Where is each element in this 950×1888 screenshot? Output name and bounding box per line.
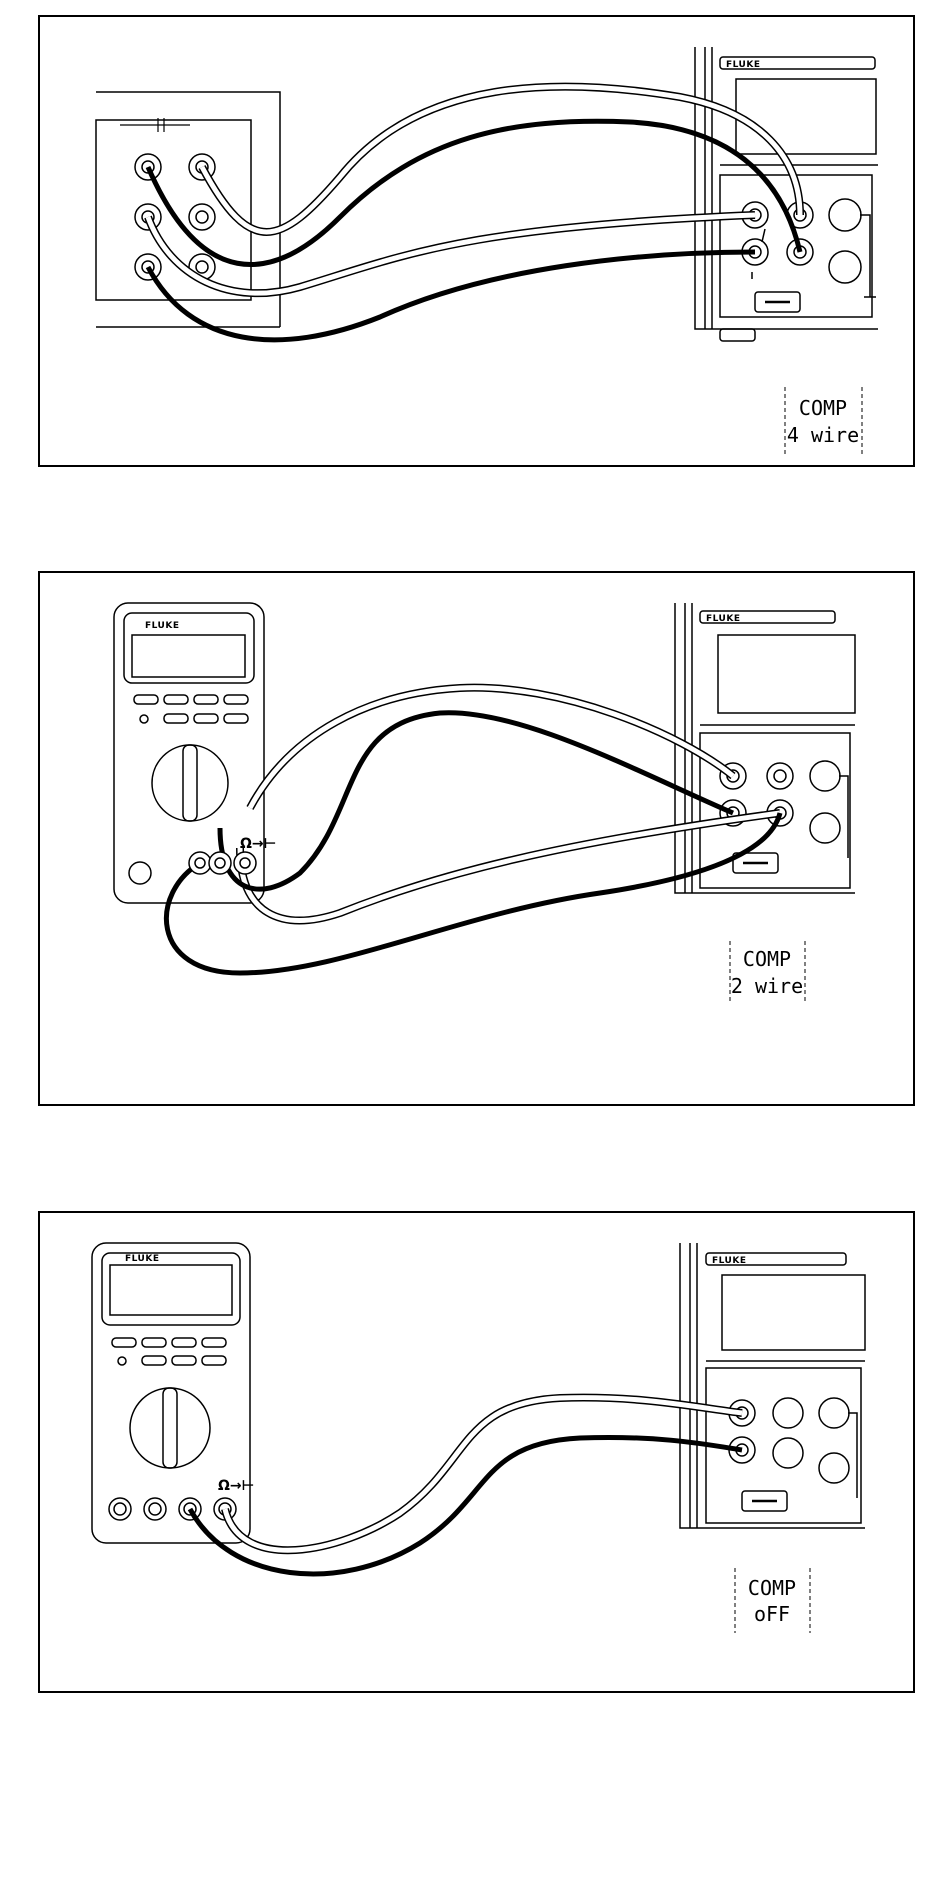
black-leads <box>148 121 800 340</box>
panel-comp-off: FLUKE Ω→⊢ FLUKE <box>38 1211 915 1693</box>
display-line-2: 4 wire <box>787 423 859 447</box>
panel-comp-4wire: FLUKE COMP 4 wire <box>38 15 915 467</box>
calibrator-brand: FLUKE <box>706 614 741 624</box>
panel-comp-2wire: FLUKE Ω→⊢ FLUKE <box>38 571 915 1106</box>
display-line-1: COMP <box>748 1576 796 1600</box>
calibrator-terminals <box>729 1398 857 1511</box>
meter-ohm-terminal-label: Ω→⊢ <box>240 836 276 852</box>
multimeter-brand: FLUKE <box>145 621 180 631</box>
diagram-2wire: FLUKE Ω→⊢ FLUKE <box>40 573 917 1108</box>
meter-terminals <box>109 1498 236 1520</box>
calibrator <box>675 603 855 893</box>
calibrator-brand: FLUKE <box>712 1256 747 1266</box>
multimeter-brand: FLUKE <box>125 1254 160 1264</box>
meter-ohm-terminal-label: Ω→⊢ <box>218 1478 254 1494</box>
comp-display-4wire: COMP 4 wire <box>785 387 862 455</box>
calibrator-terminals <box>742 199 876 312</box>
calibrator-brand: FLUKE <box>726 60 761 70</box>
black-leads <box>190 1437 742 1574</box>
display-line-1: COMP <box>743 947 791 971</box>
comp-display-2wire: COMP 2 wire <box>730 941 805 1003</box>
meter-terminals <box>189 852 256 874</box>
white-leads <box>225 1398 742 1551</box>
display-line-2: oFF <box>754 1602 790 1626</box>
display-line-2: 2 wire <box>731 974 803 998</box>
display-line-1: COMP <box>799 396 847 420</box>
diagram-off: FLUKE Ω→⊢ FLUKE <box>40 1213 917 1695</box>
calibrator <box>680 1243 865 1528</box>
comp-display-off: COMP oFF <box>735 1568 810 1633</box>
diagram-4wire: FLUKE COMP 4 wire <box>40 17 917 469</box>
